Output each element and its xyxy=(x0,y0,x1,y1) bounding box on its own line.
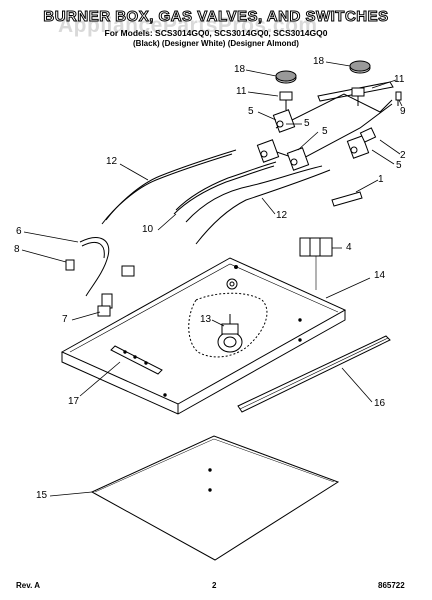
callout-18-left: 18 xyxy=(234,64,246,75)
callout-5-a: 5 xyxy=(248,106,254,117)
diagram-title: BURNER BOX, GAS VALVES, AND SWITCHES xyxy=(43,8,389,26)
trim-strip xyxy=(237,335,391,413)
callout-2: 2 xyxy=(400,150,406,161)
callout-14: 14 xyxy=(374,270,386,281)
callout-18-right: 18 xyxy=(313,56,325,67)
bottom-panel xyxy=(90,435,340,561)
gas-valve-1 xyxy=(272,109,296,133)
callout-4: 4 xyxy=(346,242,352,253)
orifice-holder-right xyxy=(351,87,365,106)
burner-cap-right xyxy=(349,60,371,74)
model-list: For Models: SCS3014GQ0, SCS3014GQ0, SCS3… xyxy=(104,28,328,38)
burner-tubes xyxy=(101,149,331,245)
callout-1: 1 xyxy=(378,174,384,185)
callout-11-left: 11 xyxy=(236,86,247,97)
burner-cap-left xyxy=(275,70,297,84)
color-variants: (Black) (Designer White) (Designer Almon… xyxy=(133,39,299,48)
callout-12-right: 12 xyxy=(276,210,288,221)
callout-17: 17 xyxy=(68,396,80,407)
callout-5-d: 5 xyxy=(396,160,402,171)
screw xyxy=(395,91,402,106)
callout-10: 10 xyxy=(142,224,154,235)
orifice-holder-left xyxy=(279,91,293,110)
page-number: 2 xyxy=(212,581,217,590)
callout-13: 13 xyxy=(200,314,212,325)
terminal-block xyxy=(299,237,333,290)
bushing xyxy=(65,259,75,271)
callout-15: 15 xyxy=(36,490,48,501)
callout-5-c: 5 xyxy=(322,126,328,137)
callout-12-left: 12 xyxy=(106,156,118,167)
revision-label: Rev. A xyxy=(16,581,41,590)
callout-16: 16 xyxy=(374,398,386,409)
gas-valve-2 xyxy=(256,139,280,163)
wire-harness xyxy=(79,237,135,309)
leader-lines xyxy=(21,61,403,497)
bracket xyxy=(110,345,163,375)
switch-housing xyxy=(97,305,111,317)
callout-8: 8 xyxy=(14,244,20,255)
gas-valve-4 xyxy=(346,135,370,159)
part-number: 865722 xyxy=(378,581,405,590)
callout-7: 7 xyxy=(62,314,68,325)
callout-11-right: 11 xyxy=(394,74,405,85)
burner-cutaway xyxy=(188,292,268,358)
callout-9: 9 xyxy=(400,106,406,117)
callout-6: 6 xyxy=(16,226,22,237)
callout-5-b: 5 xyxy=(304,118,310,129)
gas-valve-3 xyxy=(286,147,310,171)
valve-switch xyxy=(359,127,377,143)
spark-module xyxy=(331,191,363,207)
